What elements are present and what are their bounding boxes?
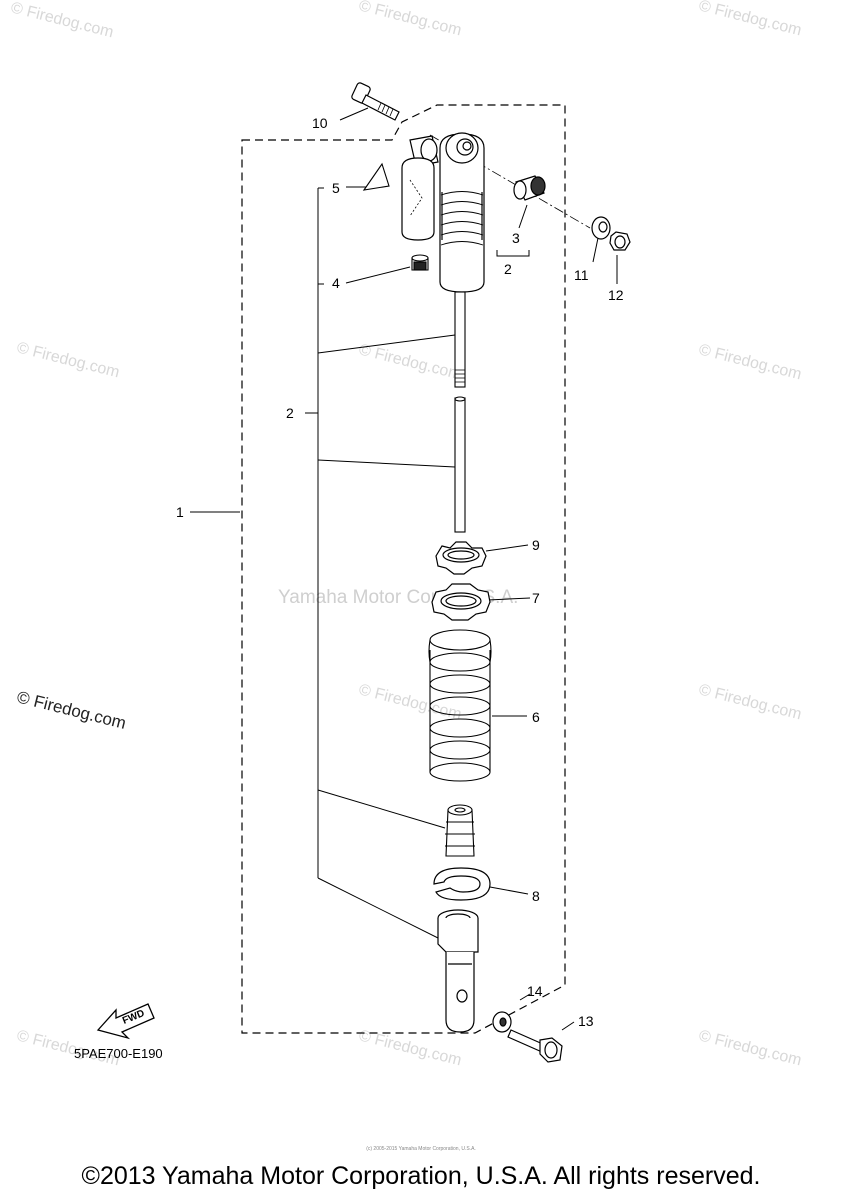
part-10-bolt [351,82,400,121]
callout-8: 8 [532,888,540,904]
callout-1: 1 [176,504,184,520]
fwd-arrow: FWD [96,1003,155,1040]
watermark: © Firedog.com [15,339,121,381]
assembly-outline [241,104,566,1034]
callout-9: 9 [532,537,540,553]
part-6-spring [428,629,492,782]
callout-13: 13 [578,1013,594,1029]
watermark: © Firedog.com [357,681,463,723]
watermark: © Firedog.com [357,1027,463,1069]
part-13-bolt [507,1029,563,1063]
part-3-collar [513,175,546,201]
tiny-note: (c) 2005-2015 Yamaha Motor Corporation, … [366,1146,476,1152]
callout-2: 2 [286,405,294,421]
callout-6: 6 [532,709,540,725]
part-11-washer [591,216,611,240]
watermark: © Firedog.com [697,681,803,723]
centerline [429,134,591,229]
copyright-text: ©2013 Yamaha Motor Corporation, U.S.A. A… [81,1162,761,1190]
watermark-dark: © Firedog.com [15,687,128,732]
bracket-lines [305,187,456,944]
callout-4: 4 [332,275,340,291]
bump-stop [445,804,475,857]
reservoir [401,135,439,241]
callout-14: 14 [527,983,543,999]
part-8-spring-guide [433,867,491,901]
shock-body [439,132,485,293]
part-12-nut [609,231,631,251]
watermark: © Firedog.com [357,0,463,39]
part-5-label-triangle [362,162,390,191]
shock-shaft-upper [454,291,466,388]
part-9-locknut [435,541,487,575]
callout-3: 3 [512,230,520,246]
bracket-2-sub [496,250,530,257]
shock-shaft-lower [454,396,466,533]
callout-5: 5 [332,180,340,196]
watermark: © Firedog.com [697,0,803,39]
callout-12: 12 [608,287,624,303]
watermark: © Firedog.com [697,1027,803,1069]
watermark: © Firedog.com [9,0,115,41]
callout-7: 7 [532,590,540,606]
part-14-washer [492,1011,512,1033]
leader-lines [190,107,618,1031]
callout-11: 11 [574,267,589,283]
watermark: © Firedog.com [357,341,463,383]
callout-2-sub: 2 [504,261,512,277]
watermark: © Firedog.com [697,341,803,383]
lower-clevis [437,909,479,1033]
callout-10: 10 [312,115,328,131]
diagram-code: 5PAE700-E190 [74,1046,163,1061]
part-7-adjuster [431,583,491,621]
part-4-valve [411,254,429,271]
